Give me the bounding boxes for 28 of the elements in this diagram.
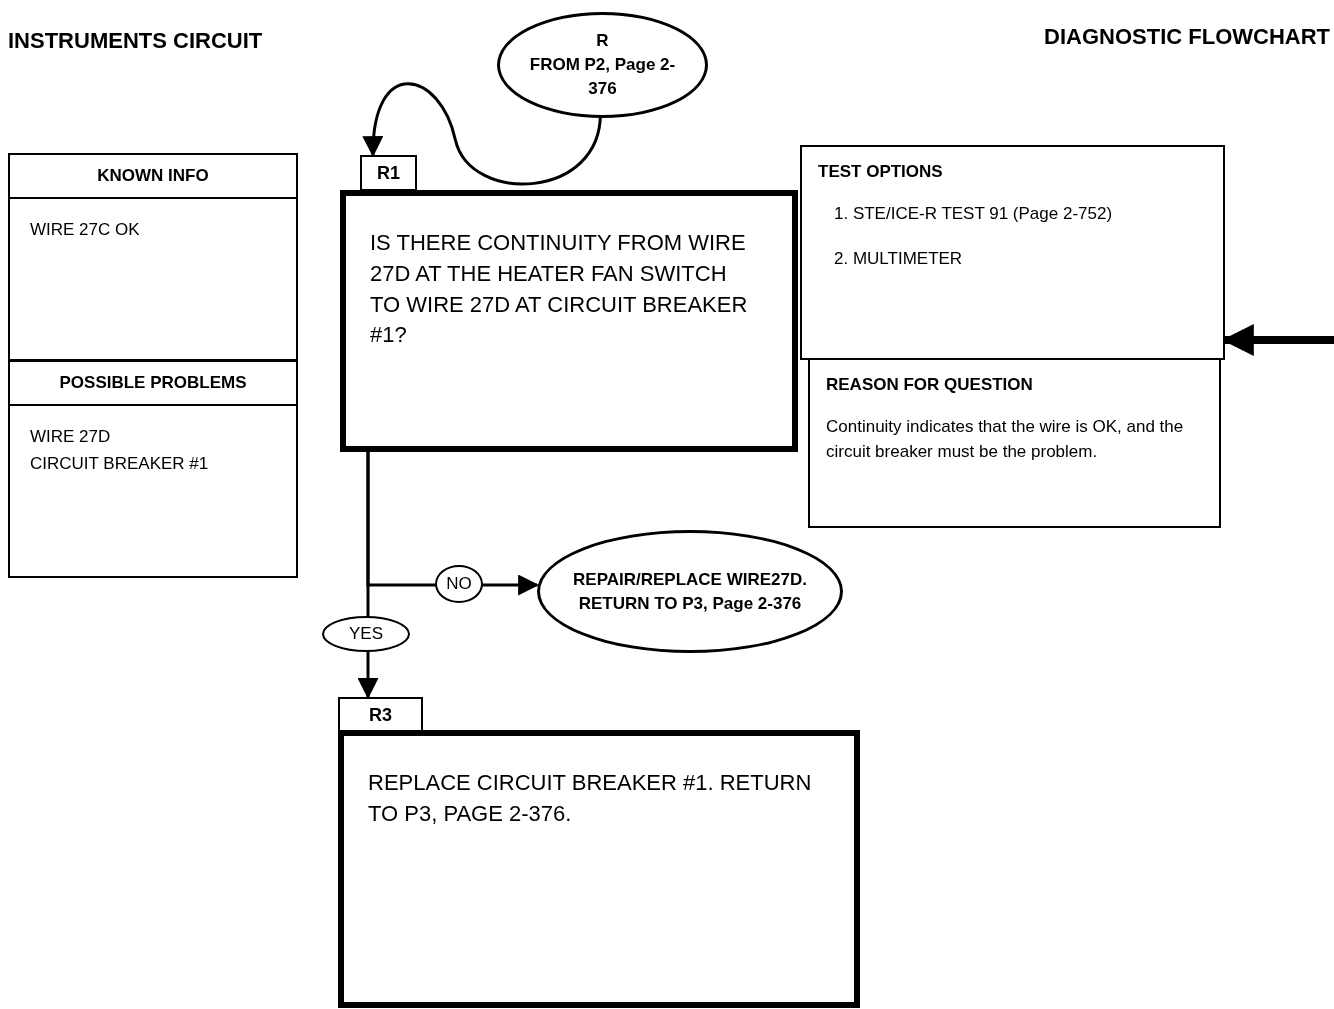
panel-text: WIRE 27C OK — [30, 219, 141, 241]
step-box — [338, 730, 860, 1008]
panel-heading: TEST OPTIONS — [817, 161, 944, 183]
diagram-heading: DIAGNOSTIC FLOWCHART — [1044, 23, 1330, 51]
edge-label: NO — [435, 565, 483, 603]
diagram-title: INSTRUMENTS CIRCUIT — [8, 27, 263, 55]
step-tab: R3 — [338, 697, 423, 733]
panel-text: 1. STE/ICE-R TEST 91 (Page 2-752) — [834, 202, 1114, 225]
panel-heading: REASON FOR QUESTION — [825, 374, 1034, 396]
step-tab: R1 — [360, 155, 417, 191]
step-box — [340, 190, 798, 452]
ellipse-text: REPAIR/REPLACE WIRE27D. RETURN TO P3, Page 2-376 — [572, 568, 808, 615]
panel-text: WIRE 27D — [30, 426, 112, 448]
panel-text: 2. MULTIMETER — [834, 248, 964, 270]
edge-label: YES — [322, 616, 410, 652]
info-panel — [8, 360, 298, 578]
info-panel — [8, 153, 298, 361]
step-text: REPLACE CIRCUIT BREAKER #1. RETURN TO P3, PAGE 2-376. — [368, 769, 813, 828]
panel-heading: KNOWN INFO — [10, 155, 296, 199]
arrow — [363, 82, 602, 186]
panel-heading: POSSIBLE PROBLEMS — [10, 362, 296, 406]
step-text: IS THERE CONTINUITY FROM WIRE 27D AT THE HEATER FAN SWITCH TO WIRE 27D AT CIRCUIT BREAKER #1? — [370, 229, 749, 350]
panel-text: Continuity indicates that the wire is OK, and the circuit breaker must be the problem. — [826, 415, 1185, 463]
info-panel — [808, 358, 1221, 528]
ellipse-text: FROM P2, Page 2-376 — [528, 54, 677, 100]
ellipse-text: R — [596, 30, 609, 53]
panel-text: CIRCUIT BREAKER #1 — [30, 452, 210, 475]
info-panel — [800, 145, 1225, 360]
